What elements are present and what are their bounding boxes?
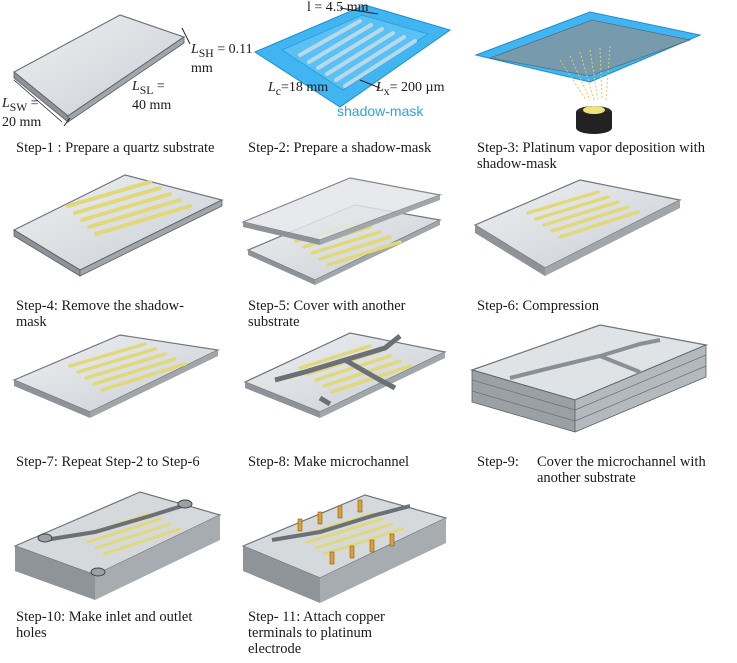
caption-step-1: Step-1 : Prepare a quartz substrate	[16, 140, 215, 156]
dim-lx: Lx= 200 µm	[376, 80, 445, 98]
caption-step-4: Step-4: Remove the shadow- mask	[16, 298, 184, 330]
step8-microchannel	[243, 332, 447, 418]
step2-shadow-mask	[253, 4, 452, 108]
caption-step-2: Step-2: Prepare a shadow-mask	[248, 140, 432, 156]
dim-lc: Lc=18 mm	[268, 80, 329, 98]
caption-step-9-text: Cover the microchannel with another subs…	[537, 454, 706, 486]
caption-step-3: Step-3: Platinum vapor deposition with s…	[477, 140, 705, 172]
caption-step-5: Step-5: Cover with another substrate	[248, 298, 406, 330]
dim-sl: LSL = 40 mm	[132, 79, 172, 113]
dim-sw: LSW = 20 mm	[2, 96, 42, 130]
caption-step-8: Step-8: Make microchannel	[248, 454, 410, 470]
vapor-stream	[559, 45, 611, 101]
step1-substrate	[12, 14, 191, 127]
caption-step-10: Step-10: Make inlet and outlet holes	[16, 609, 193, 641]
dim-l: l = 4.5 mm	[307, 0, 369, 15]
step3-deposition	[474, 11, 702, 134]
step5-cover	[241, 177, 443, 285]
step11-terminals	[241, 494, 448, 603]
caption-step-7: Step-7: Repeat Step-2 to Step-6	[16, 454, 200, 470]
step9-covered	[470, 324, 709, 433]
mask-slits	[298, 19, 417, 88]
caption-step-11: Step- 11: Attach copper terminals to pla…	[248, 609, 385, 657]
copper-terminals	[297, 499, 395, 565]
step10-holes	[13, 491, 222, 600]
step6-compressed	[473, 179, 682, 276]
step4-electrodes	[12, 174, 224, 277]
step7-repeat	[12, 334, 220, 418]
caption-step-9-label: Step-9:	[477, 454, 519, 470]
shadow-mask-label: shadow-mask	[337, 103, 424, 119]
caption-step-6: Step-6: Compression	[477, 298, 600, 314]
dim-sh: LSH = 0.11 mm	[191, 42, 253, 76]
